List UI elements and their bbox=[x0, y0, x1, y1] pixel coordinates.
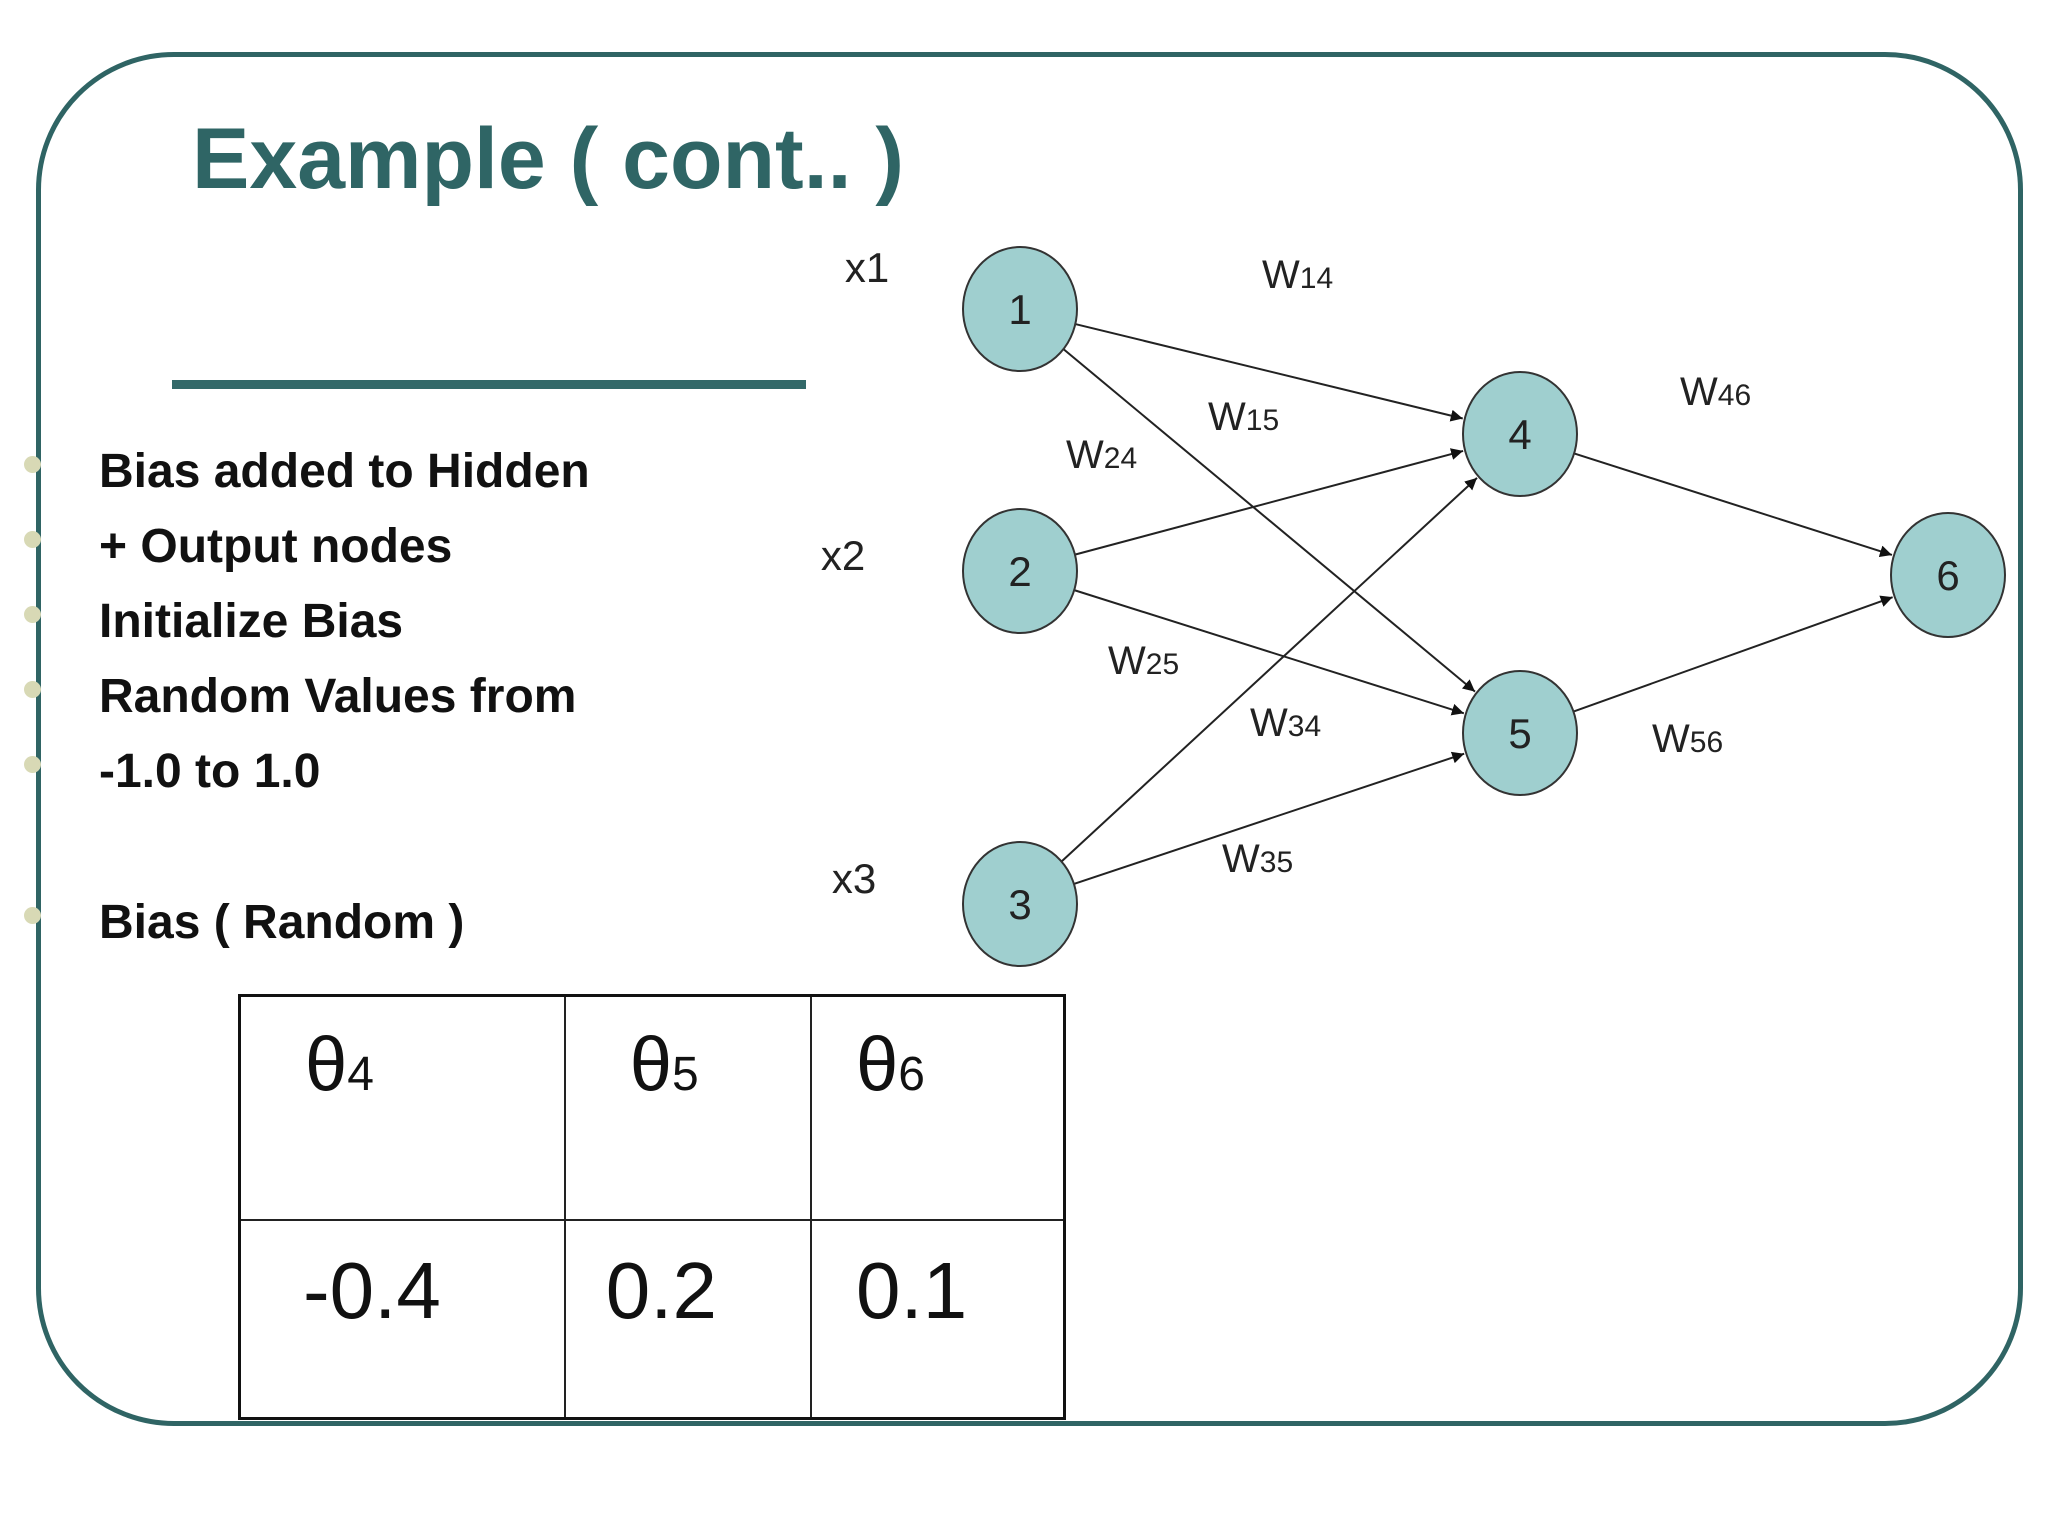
bullet-text: Random Values from bbox=[99, 670, 577, 723]
node-label: 4 bbox=[1508, 411, 1531, 458]
bullet-text: Bias added to Hidden bbox=[99, 445, 590, 498]
bullet-text: Bias ( Random ) bbox=[99, 896, 465, 949]
theta-6-value: 0.1 bbox=[809, 1219, 1066, 1420]
theta-5-value: 0.2 bbox=[563, 1219, 812, 1420]
node-label: 2 bbox=[1008, 548, 1031, 595]
edge-4-6 bbox=[1573, 452, 1893, 558]
bullet-dot bbox=[24, 456, 41, 473]
node-label: 3 bbox=[1008, 881, 1031, 928]
node-3: 3 bbox=[962, 841, 1078, 967]
bias-table-value-row: -0.4 0.2 0.1 bbox=[238, 1219, 1066, 1420]
bullet-dot bbox=[24, 681, 41, 698]
weight-label-46: W46 bbox=[1680, 370, 1751, 414]
input-label-x3: x3 bbox=[832, 855, 876, 902]
edge-3-5 bbox=[1073, 751, 1465, 885]
weight-label-14: W14 bbox=[1262, 253, 1333, 297]
bias-table: θ4 θ5 θ6 -0.4 0.2 0.1 bbox=[238, 994, 1066, 1420]
bias-table-header-row: θ4 θ5 θ6 bbox=[238, 994, 1066, 1221]
edge-5-6 bbox=[1573, 595, 1893, 713]
bullet-text: + Output nodes bbox=[99, 520, 453, 573]
weight-label-15: W15 bbox=[1208, 395, 1279, 439]
input-label-x1: x1 bbox=[845, 244, 889, 291]
bullet-dot bbox=[24, 606, 41, 623]
node-label: 1 bbox=[1008, 286, 1031, 333]
weight-label-25: W25 bbox=[1108, 639, 1179, 683]
theta-6-header: θ6 bbox=[809, 994, 1066, 1221]
theta-4-header: θ4 bbox=[238, 994, 566, 1221]
weight-label-35: W35 bbox=[1222, 837, 1293, 881]
bullet-dot bbox=[24, 756, 41, 773]
title-underline bbox=[172, 380, 806, 389]
theta-5-header: θ5 bbox=[563, 994, 812, 1221]
node-label: 5 bbox=[1508, 710, 1531, 757]
weight-label-24: W24 bbox=[1066, 433, 1137, 477]
bullet-dot bbox=[24, 907, 41, 924]
node-4: 4 bbox=[1462, 371, 1578, 497]
node-2: 2 bbox=[962, 508, 1078, 634]
node-1: 1 bbox=[962, 246, 1078, 372]
bullet-dot bbox=[24, 531, 41, 548]
edge-1-4 bbox=[1075, 323, 1463, 422]
weight-label-56: W56 bbox=[1652, 717, 1723, 761]
node-6: 6 bbox=[1890, 512, 2006, 638]
edge-3-4 bbox=[1060, 477, 1478, 863]
edge-2-4 bbox=[1074, 448, 1464, 556]
slide-title: Example ( cont.. ) bbox=[192, 111, 905, 207]
edge-2-5 bbox=[1073, 589, 1465, 716]
input-label-x2: x2 bbox=[821, 532, 865, 579]
node-label: 6 bbox=[1936, 552, 1959, 599]
bullet-text: -1.0 to 1.0 bbox=[99, 745, 321, 798]
node-5: 5 bbox=[1462, 670, 1578, 796]
slide-frame bbox=[36, 52, 2023, 1426]
bullet-text: Initialize Bias bbox=[99, 595, 404, 648]
weight-label-34: W34 bbox=[1250, 701, 1321, 745]
theta-4-value: -0.4 bbox=[238, 1219, 566, 1420]
edge-1-5 bbox=[1062, 348, 1476, 693]
